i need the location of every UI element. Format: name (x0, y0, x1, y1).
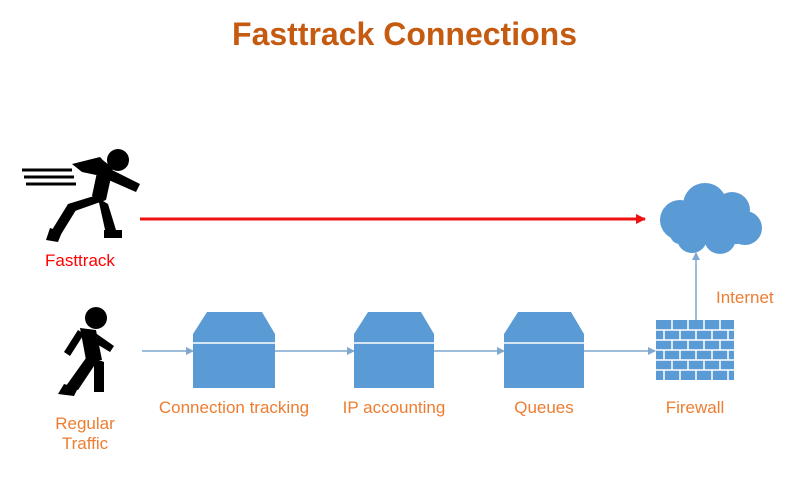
internet-label: Internet (716, 288, 774, 307)
box-icon (193, 312, 275, 388)
brick-wall-icon (656, 320, 734, 380)
fasttrack-label: Fasttrack (45, 251, 115, 270)
box-icon (354, 312, 434, 388)
cloud-icon (660, 183, 762, 254)
box-icon (504, 312, 584, 388)
connection-tracking-label: Connection tracking (158, 398, 310, 417)
firewall-label: Firewall (665, 398, 725, 417)
fast-runner-icon (22, 149, 140, 242)
diagram-title: Fasttrack Connections (232, 16, 577, 52)
ip-accounting-label: IP accounting (342, 398, 446, 417)
regular-traffic-label-line1: Regular (55, 414, 115, 433)
queues-label: Queues (514, 398, 574, 417)
walking-person-icon (58, 307, 114, 396)
regular-traffic-label: Regular Traffic (40, 414, 130, 454)
regular-traffic-label-line2: Traffic (61, 434, 109, 453)
